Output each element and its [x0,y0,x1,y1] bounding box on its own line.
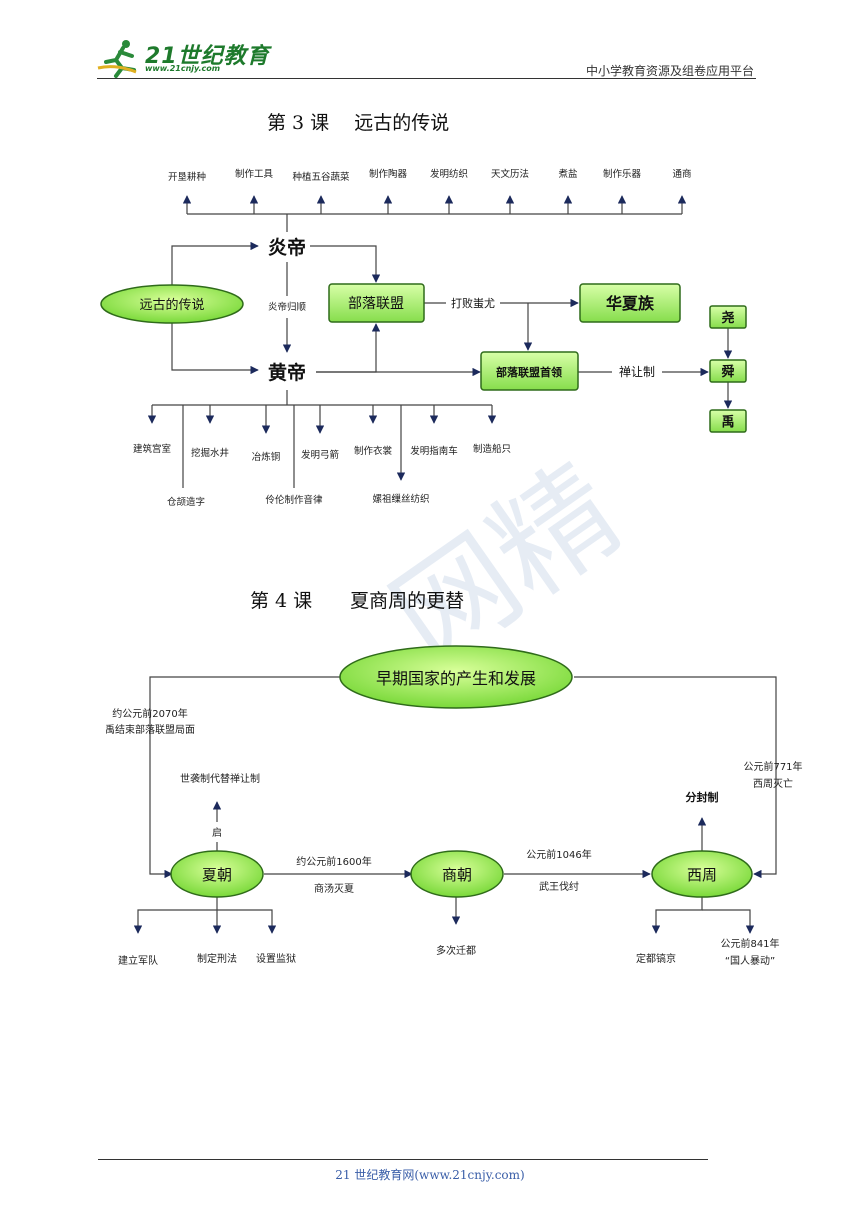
qi-label: 启 [212,826,222,839]
alliance-label: 部落联盟 [348,296,404,312]
left-note-1: 约公元前2070年 [112,707,187,720]
shun-box [709,359,747,383]
top-label: 早期国家的产生和发展 [376,669,536,688]
xia-shang-top: 约公元前1600年 [296,855,371,868]
top-item-9: 通商 [672,168,691,180]
center-ellipse [100,284,244,324]
bottom-item-4: 发明弓箭 [301,449,340,461]
platform-name: 中小学教育资源及组卷应用平台 [585,64,754,78]
yao-box [709,305,747,329]
top-item-8: 制作乐器 [603,168,642,180]
huaxia-label: 华夏族 [606,294,655,313]
hereditary-label: 世袭制代替禅让制 [180,772,260,785]
footer-text: 21 世纪教育网(www.21cnjy.com) [335,1168,525,1182]
yu-label: 禹 [721,414,734,430]
runner-logo-icon [97,40,137,78]
defeat-label: 打败蚩尤 [451,296,495,310]
shang-zhou-top: 公元前1046年 [526,848,591,861]
zhou-item-2b: “国人暴动” [725,955,775,967]
huaxia-box [579,283,681,323]
xia-item-2: 制定刑法 [197,952,237,965]
xia-shang-bottom: 商汤灭夏 [314,882,354,895]
top-item-4: 制作陶器 [369,168,408,180]
xia-label: 夏朝 [202,866,232,884]
xia-item-3: 设置监狱 [256,952,296,965]
logo-url: www.21cnjy.com [145,64,221,73]
yu-box [709,409,747,433]
huangdi-label: 黄帝 [268,361,306,384]
shang-zhou-bottom: 武王伐纣 [539,880,579,893]
alliance-box [328,283,425,323]
leader-box [480,351,579,391]
bottom-item-2: 挖掘水井 [191,447,229,459]
left-note-2: 禹结束部落联盟局面 [105,723,195,736]
shang-item-1: 多次迁都 [436,944,476,957]
top-item-1: 开垦耕种 [168,171,206,183]
bottom-item-5: 制作衣裳 [354,445,393,457]
lesson3-title: 第 3 课 远古的传说 [267,112,450,134]
xia-ellipse [170,850,264,898]
yandi-label: 炎帝 [268,236,306,259]
zhou-ellipse [651,850,753,898]
top-item-5: 发明纺织 [430,168,468,180]
merge-label: 炎帝归顺 [268,301,307,313]
shanrang-label: 禅让制 [619,365,655,379]
leader-label: 部落联盟首领 [496,365,562,379]
bottom-item-6: 发明指南车 [410,445,458,457]
top-item-3: 种植五谷蔬菜 [292,171,350,183]
footer-divider [98,1159,708,1160]
fengjian-label: 分封制 [686,790,719,804]
shun-label: 舜 [721,364,734,380]
shang-label: 商朝 [442,866,472,884]
header-divider [97,78,756,79]
top-ellipse [339,645,573,709]
bottom-item-3: 冶炼铜 [252,451,281,463]
yao-label: 尧 [721,310,734,326]
zhou-label: 西周 [687,866,717,884]
top-item-2: 制作工具 [235,168,274,180]
zhou-item-1: 定都镐京 [636,952,676,965]
xia-item-1: 建立军队 [118,954,158,967]
shang-ellipse [410,850,504,898]
logo-text: 21世纪教育 [145,44,270,69]
zhou-item-2a: 公元前841年 [720,937,779,950]
bottom-item-9: 伶伦制作音律 [265,494,323,506]
center-label: 远古的传说 [139,297,204,313]
bottom-item-10: 嫘祖缫丝纺织 [372,493,429,505]
logo [96,38,261,78]
bottom-item-8: 仓颉造字 [167,496,205,508]
right-note-1: 公元前771年 [743,760,802,773]
right-note-2: 西周灭亡 [753,777,793,790]
lesson4-title: 第 4 课 夏商周的更替 [250,590,465,612]
top-item-6: 天文历法 [491,168,529,180]
bottom-item-7: 制造船只 [473,443,511,455]
top-item-7: 煮盐 [558,168,578,180]
bottom-item-1: 建筑宫室 [133,443,171,455]
